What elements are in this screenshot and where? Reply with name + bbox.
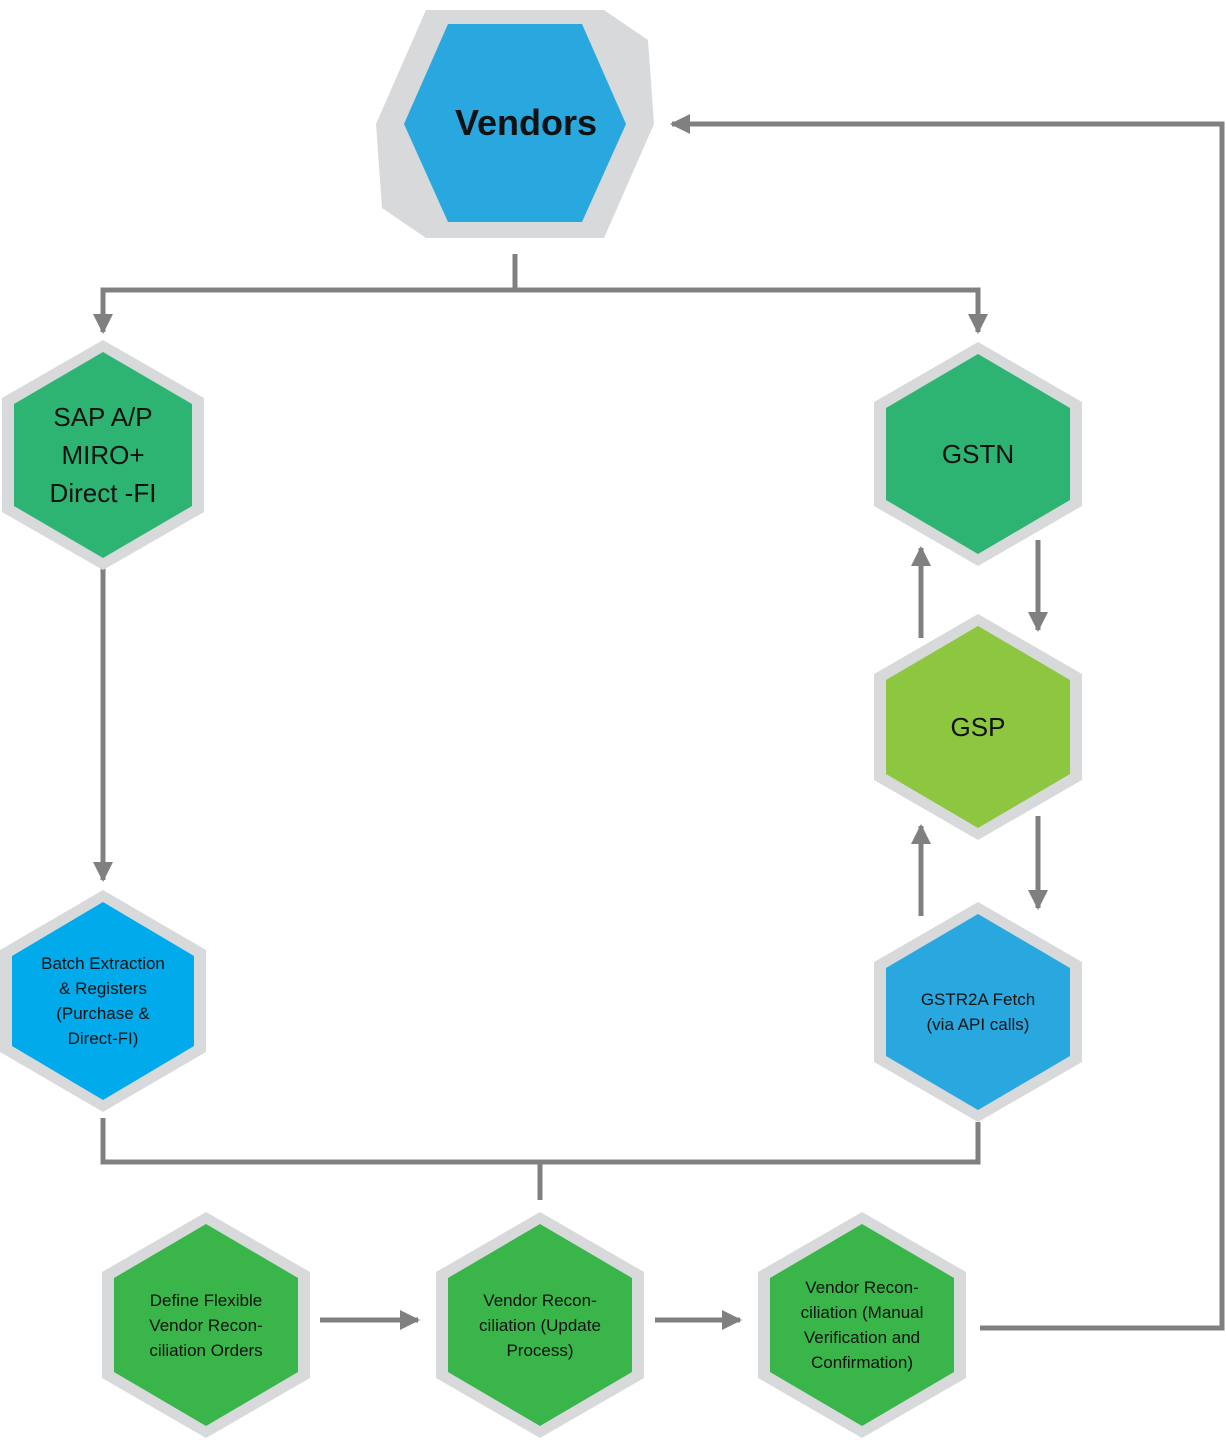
node-sap-label: SAP A/P MIRO+ Direct -FI [49,402,157,508]
node-gstr2a-shape [886,914,1070,1110]
connector-vendors-branch [93,254,518,334]
node-gsp[interactable] [874,614,1082,840]
node-gstn[interactable] [874,342,1082,566]
node-sap[interactable] [2,340,204,570]
node-gsp-shape [886,626,1070,828]
node-manual-label: Vendor Recon- ciliation (Manual Verifica… [800,1278,924,1372]
node-manual[interactable] [758,1212,966,1438]
node-batch-label: Batch Extraction & Registers (Purchase &… [41,954,165,1048]
node-manual-shape [770,1224,954,1426]
connector-manual-to-vendors [670,114,1225,1331]
node-gstn-shape [886,354,1070,554]
node-update[interactable] [436,1212,644,1438]
node-update-shape [448,1224,632,1426]
node-vendors-label: Vendors [454,102,598,143]
connectors [93,114,1225,1331]
node-vendors[interactable] [376,10,654,238]
node-gsp-label: GSP [950,712,1006,742]
node-gstn-label: GSTN [941,439,1015,469]
connector-vendors-to-gstn [515,287,988,334]
node-batch-shape [12,902,194,1100]
node-define-label: Define Flexible Vendor Recon- ciliation … [149,1290,263,1360]
node-sap-shape [14,352,192,558]
node-gstr2a[interactable] [874,902,1082,1122]
node-gstr2a-label: GSTR2A Fetch (via API calls) [920,990,1036,1034]
node-update-label: Vendor Recon- ciliation (Update Process) [479,1290,601,1360]
node-define-shape [114,1224,298,1426]
node-batch[interactable] [0,890,206,1112]
node-vendors-shape [404,24,626,222]
connector-merge-left [100,1118,981,1165]
node-define[interactable] [102,1212,310,1438]
